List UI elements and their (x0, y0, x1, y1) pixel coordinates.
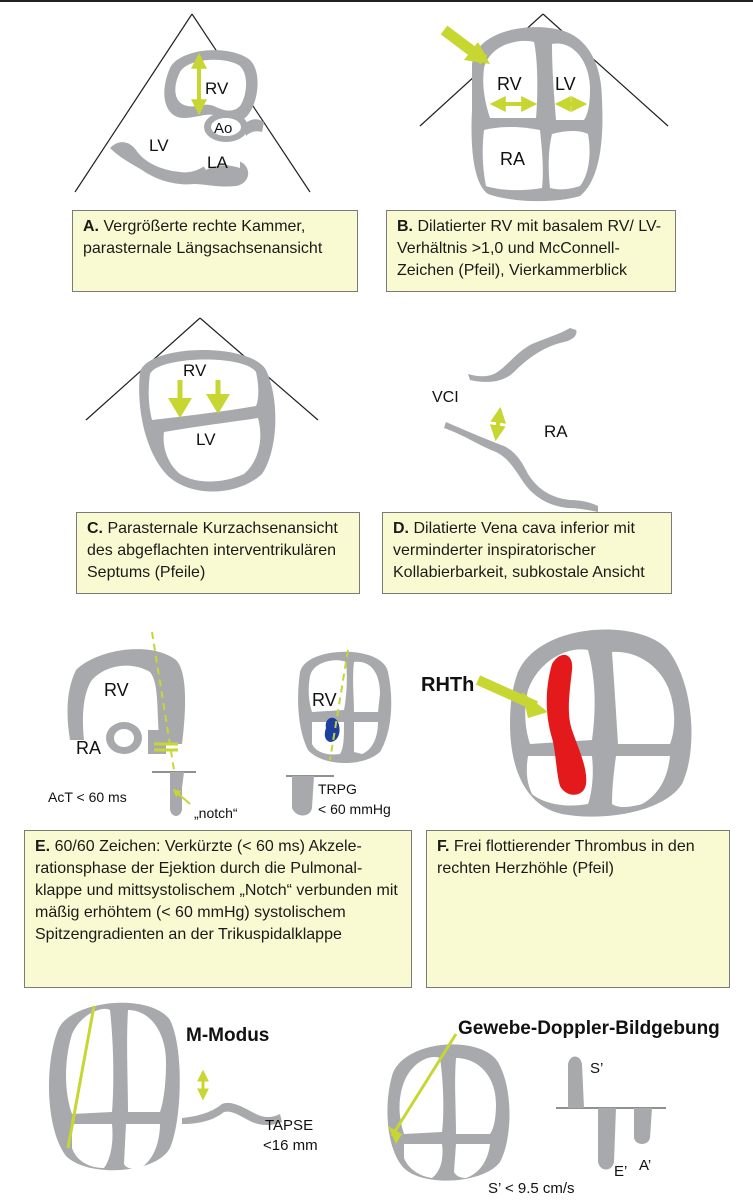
panel-e-trpg-label: TRPG (318, 781, 357, 797)
caption-d-letter: D. (393, 520, 409, 537)
panel-a-illustration: RV Ao LV LA (74, 13, 311, 193)
bottom-tdi-s-wave (568, 1056, 584, 1108)
caption-d-text: Dilatierte Vena cava inferior mit vermin… (393, 520, 645, 581)
panel-e-rv2-label: RV (312, 690, 337, 710)
panel-d-ra-label: RA (544, 422, 568, 441)
panel-a-lv-label: LV (149, 136, 169, 155)
caption-e: E. 60/60 Zeichen: Verkürzte (< 60 ms) Ak… (24, 830, 412, 988)
caption-a: A. Vergrößerte rechte Kammer, parasterna… (72, 210, 358, 292)
caption-f: F. Frei flottierender Thrombus in den re… (426, 830, 730, 988)
bottom-tapse-trace (182, 1102, 282, 1125)
caption-e-letter: E. (35, 838, 51, 855)
panel-e-act-label: AcT < 60 ms (48, 789, 127, 805)
panel-c-rv-label: RV (183, 361, 207, 380)
caption-a-letter: A. (83, 218, 99, 235)
caption-b-letter: B. (397, 218, 413, 235)
panel-a-ao-label: Ao (214, 120, 232, 137)
caption-c-letter: C. (87, 520, 103, 537)
caption-c: C. Parasternale Kurzachsenansicht des ab… (76, 512, 360, 594)
panel-e-tr-doppler (292, 776, 314, 816)
bottom-tdi-title: Gewebe-Doppler-Bildgebung (458, 1018, 720, 1039)
panel-f-rhth-label: RHTh (421, 674, 474, 696)
panel-a-lv-wall (110, 142, 249, 187)
panel-e-trpg-value: < 60 mmHg (318, 801, 391, 817)
bottom-tdi-s-value: S’ < 9.5 cm/s (488, 1180, 575, 1197)
caption-e-text: 60/60 Zeichen: Verkürzte (< 60 ms) Akzel… (35, 838, 398, 943)
panel-c-lv-label: LV (196, 430, 216, 449)
caption-f-letter: F. (437, 838, 450, 855)
bottom-tdi-a-wave (634, 1108, 652, 1144)
panel-b-ra-label: RA (500, 149, 525, 169)
caption-a-text: Vergrößerte rechte Kammer, parasternale … (83, 218, 323, 257)
panel-d-illustration: VCI RA (432, 328, 598, 512)
panel-e-rv-wall (67, 649, 186, 744)
caption-b-text: Dilatierter RV mit basalem RV/ LV-Verhäl… (397, 218, 662, 279)
bottom-tdi-e-label: E’ (614, 1163, 627, 1180)
panel-a-rv-label: RV (205, 79, 229, 98)
panel-b-lv-label: LV (555, 74, 576, 94)
panel-b-ra-cavity (482, 127, 543, 191)
caption-f-text: Frei flottierender Thrombus in den recht… (437, 838, 695, 877)
bottom-tdi-e-wave (598, 1108, 616, 1170)
bottom-mmode-illustration: M-Modus TAPSE <16 mm (48, 1002, 318, 1171)
caption-c-text: Parasternale Kurzachsenansicht des abgef… (87, 520, 338, 581)
bottom-tdi-illustration: Gewebe-Doppler-Bildgebung S’ E’ A’ S’ < … (387, 1018, 720, 1197)
bottom-tapse-value: <16 mm (263, 1137, 318, 1154)
panel-c-illustration: RV LV (85, 317, 319, 492)
panel-e-illustration-pulmonary: RV RA AcT < 60 ms „notch“ (48, 631, 238, 821)
panel-e-illustration-tricuspid: RV TRPG < 60 mmHg (286, 649, 392, 817)
caption-d: D. Dilatierte Vena cava inferior mit ver… (382, 512, 672, 594)
panel-e-rv-label: RV (104, 680, 129, 700)
panel-b-la-cavity (548, 131, 590, 190)
panel-f-illustration: RHTh (421, 629, 692, 817)
panel-d-upper-wall (468, 328, 577, 382)
panel-c-lv-cavity (163, 418, 261, 482)
panel-d-vci-label: VCI (432, 389, 459, 406)
caption-b: B. Dilatierter RV mit basalem RV/ LV-Ver… (386, 210, 676, 292)
panel-b-rv-label: RV (497, 74, 522, 94)
panel-b-illustration: RV LV RA (419, 13, 669, 202)
bottom-mmode-title: M-Modus (186, 1025, 269, 1046)
panel-e-pulmonary-doppler (170, 772, 184, 816)
bottom-tdi-a-label: A’ (639, 1157, 651, 1174)
bottom-tapse-label: TAPSE (265, 1117, 313, 1134)
panel-a-la-label: LA (207, 153, 228, 172)
panel-d-lower-wall (444, 422, 598, 512)
panel-f-thrombus (546, 654, 587, 795)
panel-e-notch-label: „notch“ (194, 805, 238, 821)
panel-e-ra-label: RA (76, 738, 101, 758)
top-rule (0, 0, 753, 2)
bottom-tdi-s-label: S’ (590, 1060, 603, 1077)
